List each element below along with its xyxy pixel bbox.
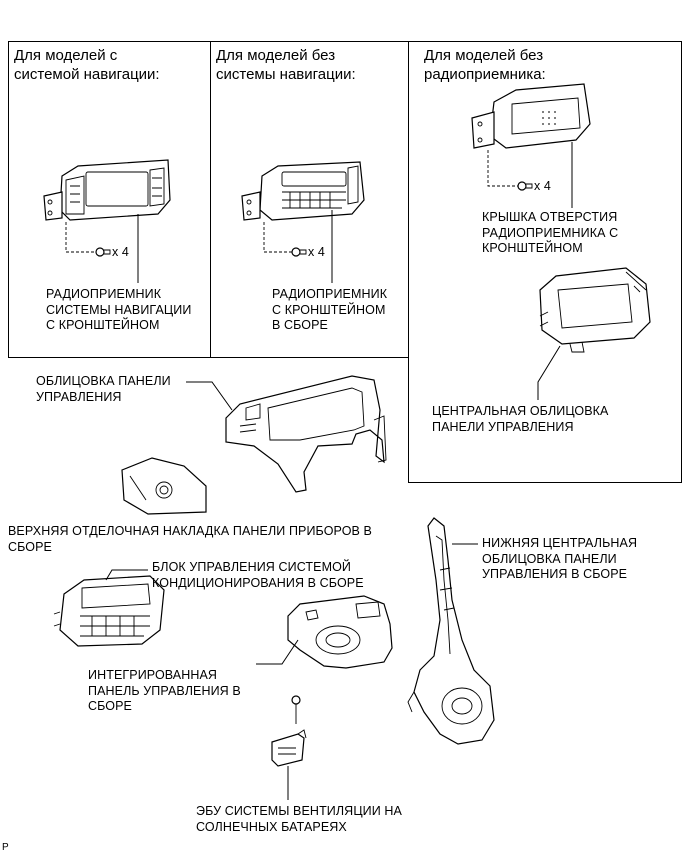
air-conditioning-control-drawing [53,575,165,647]
cover-screw-drawing [487,150,533,191]
upper-finish-panel-drawing [121,457,207,515]
radio-screw-count: x 4 [308,245,325,259]
cover-label: КРЫШКА ОТВЕРСТИЯ РАДИОПРИЕМНИКА С КРОНШТ… [482,210,619,255]
air-conditioning-leader [105,569,148,581]
navigation-radio-label: РАДИОПРИЕМНИК СИСТЕМЫ НАВИГАЦИИ С КРОНШТ… [46,287,192,332]
radio-screw-drawing [263,222,307,257]
navigation-radio-drawing [43,159,171,221]
lower-center-trim-label: НИЖНЯЯ ЦЕНТРАЛЬНАЯ ОБЛИЦОВКА ПАНЕЛИ УПРА… [482,536,638,581]
center-trim-drawing [539,267,651,353]
navigation-screw-drawing [65,222,111,257]
navigation-screw-count: x 4 [112,245,129,259]
lower-center-trim-drawing [407,517,495,745]
integrated-panel-label: ИНТЕГРИРОВАННАЯ ПАНЕЛЬ УПРАВЛЕНИЯ В СБОР… [88,668,241,713]
integrated-control-panel-drawing [287,595,393,669]
panel-navigation-header: Для моделей с системой навигации: [14,47,160,83]
integrated-panel-leader [256,639,299,665]
center-trim-label: ЦЕНТРАЛЬНАЯ ОБЛИЦОВКА ПАНЕЛИ УПРАВЛЕНИЯ [432,404,609,434]
center-trim-leader [537,345,561,400]
ecu-label: ЭБУ СИСТЕМЫ ВЕНТИЛЯЦИИ НА СОЛНЕЧНЫХ БАТА… [196,804,402,834]
cover-screw-count: x 4 [534,179,551,193]
radio-hole-cover-drawing [471,83,591,149]
panel-no-navigation-header: Для моделей без системы навигации: [216,47,356,83]
radio-label: РАДИОПРИЕМНИК С КРОНШТЕЙНОМ В СБОРЕ [272,287,388,332]
control-panel-trim-leader [186,381,233,411]
control-panel-trim-drawing [225,375,387,493]
air-conditioning-label: БЛОК УПРАВЛЕНИЯ СИСТЕМОЙ КОНДИЦИОНИРОВАН… [152,560,364,590]
corner-mark: P [2,842,9,853]
solar-ventilation-ecu-drawing [271,695,307,767]
radio-drawing [241,161,365,221]
panel-no-radio-frame [408,41,682,483]
upper-finish-panel-label: ВЕРХНЯЯ ОТДЕЛОЧНАЯ НАКЛАДКА ПАНЕЛИ ПРИБО… [8,524,372,554]
panel-no-radio-header: Для моделей без радиоприемника: [424,47,546,83]
control-panel-trim-label: ОБЛИЦОВКА ПАНЕЛИ УПРАВЛЕНИЯ [36,374,171,404]
